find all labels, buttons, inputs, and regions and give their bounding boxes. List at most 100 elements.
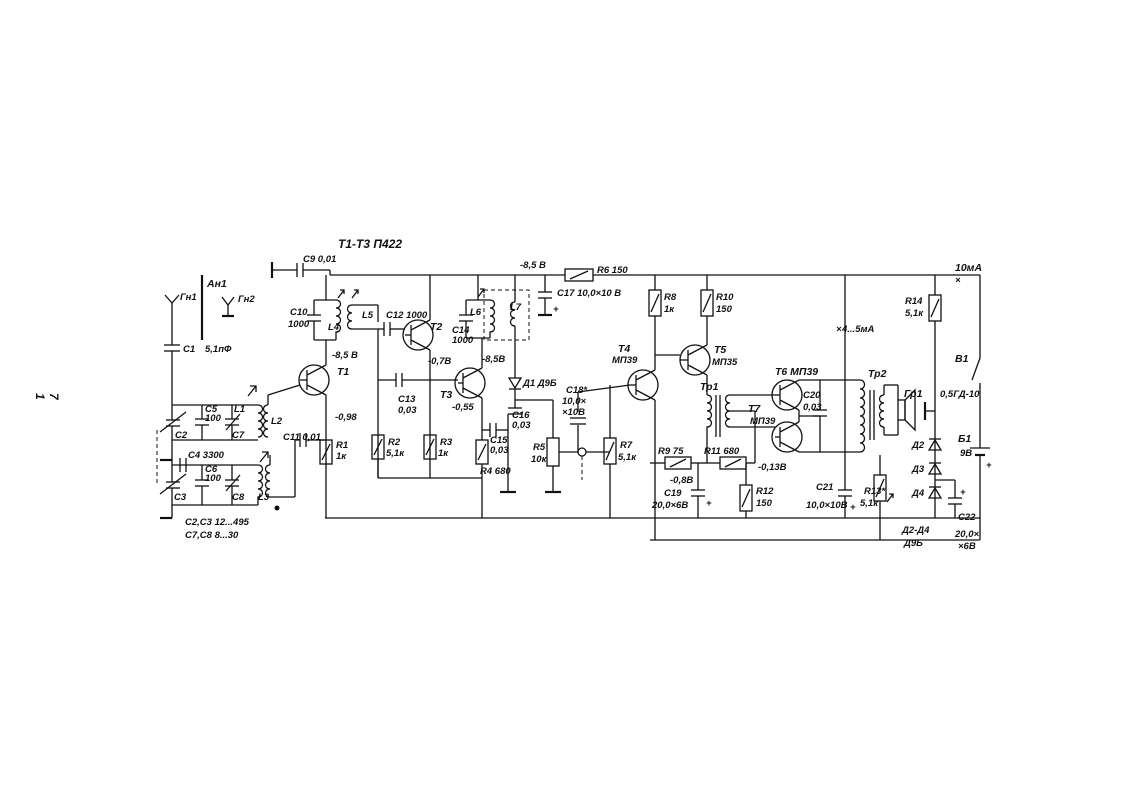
label-c13: C13 (398, 394, 416, 405)
value-r14: 5,1к (905, 308, 924, 319)
label-r8: R8 (664, 292, 677, 303)
label-tr1: Тр1 (700, 381, 719, 393)
label-r5: R5 (533, 442, 546, 453)
resistor-r13: R13* 5,1к (860, 455, 887, 540)
if-transformer-l6-l7: L6 L7 C14 1000 (452, 275, 530, 346)
label-b1: Б1 (958, 433, 971, 445)
value-c22-a: 20,0× (954, 529, 979, 540)
capacitor-c19: C19 20,0×6В + (651, 463, 712, 518)
switch-contact (577, 447, 587, 457)
value-c14: 1000 (452, 335, 474, 346)
type-gr1: 0,5ГД-10 (940, 389, 980, 400)
svg-text:+: + (553, 304, 559, 315)
value-r2: 5,1к (386, 448, 405, 459)
value-b1: 9В (960, 448, 972, 459)
value-c1: 5,1пФ (205, 344, 232, 355)
label-r1: R1 (336, 440, 348, 451)
voltage-r9: -0,8В (670, 475, 693, 486)
diode-d2: Д2 (911, 438, 943, 451)
label-r2: R2 (388, 437, 401, 448)
capacitor-c15: C15 0,03 (482, 423, 509, 456)
socket-gn1: Гн1 (164, 292, 197, 340)
label-t2: T2 (430, 321, 442, 333)
label-l6: L6 (470, 307, 482, 318)
capacitor-c16: C16 0,03 (507, 400, 531, 431)
resistor-r4: R4 680 (475, 439, 511, 518)
margin-number-bottom: 1 (33, 393, 47, 400)
current-output-stage: 4...5мА (841, 324, 875, 335)
label-r14: R14 (905, 296, 923, 307)
tuning-block-lower: C4 3300 C3 C6 100 C8 L3 (159, 440, 296, 520)
capacitor-c18: C18* 10,0× ×10В (562, 385, 588, 452)
type-t4: МП39 (612, 355, 638, 366)
label-r11: R11 680 (704, 446, 740, 457)
capacitor-c17: C17 10,0×10 В + (538, 275, 621, 317)
value-r3: 1к (438, 448, 449, 459)
label-r6: R6 150 (597, 265, 628, 276)
value-c18-a: 10,0× (562, 396, 586, 407)
note-c2-c3: C2,C3 12...495 (185, 517, 250, 528)
label-an1: Ан1 (206, 278, 227, 290)
label-l3: L3 (258, 492, 270, 503)
voltage-t3-collector: -8,5В (482, 354, 505, 365)
label-d2: Д2 (911, 440, 925, 451)
resistor-r7: R7 5,1к (603, 385, 637, 518)
value-r10: 150 (716, 304, 733, 315)
label-c2: C2 (175, 430, 188, 441)
label-c9: C9 0,01 (303, 254, 336, 265)
label-gn1: Гн1 (180, 292, 197, 303)
svg-text:+: + (986, 460, 992, 471)
battery-b1: Б1 9В + (958, 433, 992, 480)
capacitor-c12: C12 1000 (377, 305, 428, 478)
resistor-r11: R11 680 (704, 446, 755, 470)
label-l1: L1 (234, 404, 245, 415)
resistor-r1: R1 1к (319, 439, 348, 465)
label-r10: R10 (716, 292, 734, 303)
type-t7: МП39 (750, 416, 776, 427)
svg-text:+: + (850, 502, 856, 513)
label-c6: C6 (205, 464, 218, 475)
resistor-r2: R2 5,1к (371, 434, 405, 478)
value-c13: 0,03 (398, 405, 417, 416)
label-v1: В1 (955, 353, 969, 365)
resistor-r3: R3 1к (423, 434, 453, 460)
capacitor-c11: C11 0,01 (283, 432, 326, 447)
label-c12: C12 1000 (386, 310, 428, 321)
current-total: 10мА (955, 262, 982, 274)
capacitor-c9: C9 0,01 (270, 254, 336, 278)
label-t6: T6 МП39 (775, 366, 818, 378)
supply-rail (330, 274, 981, 350)
ground-rail (325, 480, 981, 541)
label-c5: C5 (205, 404, 218, 415)
diode-d1: Д1 Д9Б (507, 345, 557, 400)
label-c18: C18* (566, 385, 588, 396)
label-tr2: Тр2 (868, 368, 887, 380)
type-d2-d4: Д9Б (903, 538, 923, 549)
label-l2: L2 (271, 416, 283, 427)
resistor-r8: R8 1к (648, 275, 677, 355)
voltage-rail: -8,5 В (520, 260, 546, 271)
svg-text:×: × (955, 275, 961, 286)
resistor-r10: R10 150 (700, 275, 734, 345)
type-t5: МП35 (712, 357, 738, 368)
label-t5: T5 (714, 344, 726, 356)
value-r1: 1к (336, 451, 347, 462)
capacitor-c1: C1 5,1пФ (164, 340, 232, 405)
label-c16: C16 (512, 410, 530, 421)
label-c4: C4 3300 (188, 450, 225, 461)
value-c16: 0,03 (512, 420, 531, 431)
resistor-r12: R12 150 (739, 463, 774, 518)
label-t3: T3 (440, 389, 452, 401)
label-t7: T7 (748, 403, 761, 415)
label-l4: L4 (328, 322, 340, 333)
value-c20: 0,03 (803, 402, 822, 413)
label-r7: R7 (620, 440, 633, 451)
diode-d3: Д3 (911, 462, 943, 475)
value-c22-b: ×6В (958, 541, 976, 552)
label-d3: Д3 (911, 464, 925, 475)
value-c21: 10,0×10В (806, 500, 848, 511)
transistor-t1: T1 (298, 364, 349, 396)
voltage-t3: -0,55 (452, 402, 474, 413)
value-r13: 5,1к (860, 498, 879, 509)
